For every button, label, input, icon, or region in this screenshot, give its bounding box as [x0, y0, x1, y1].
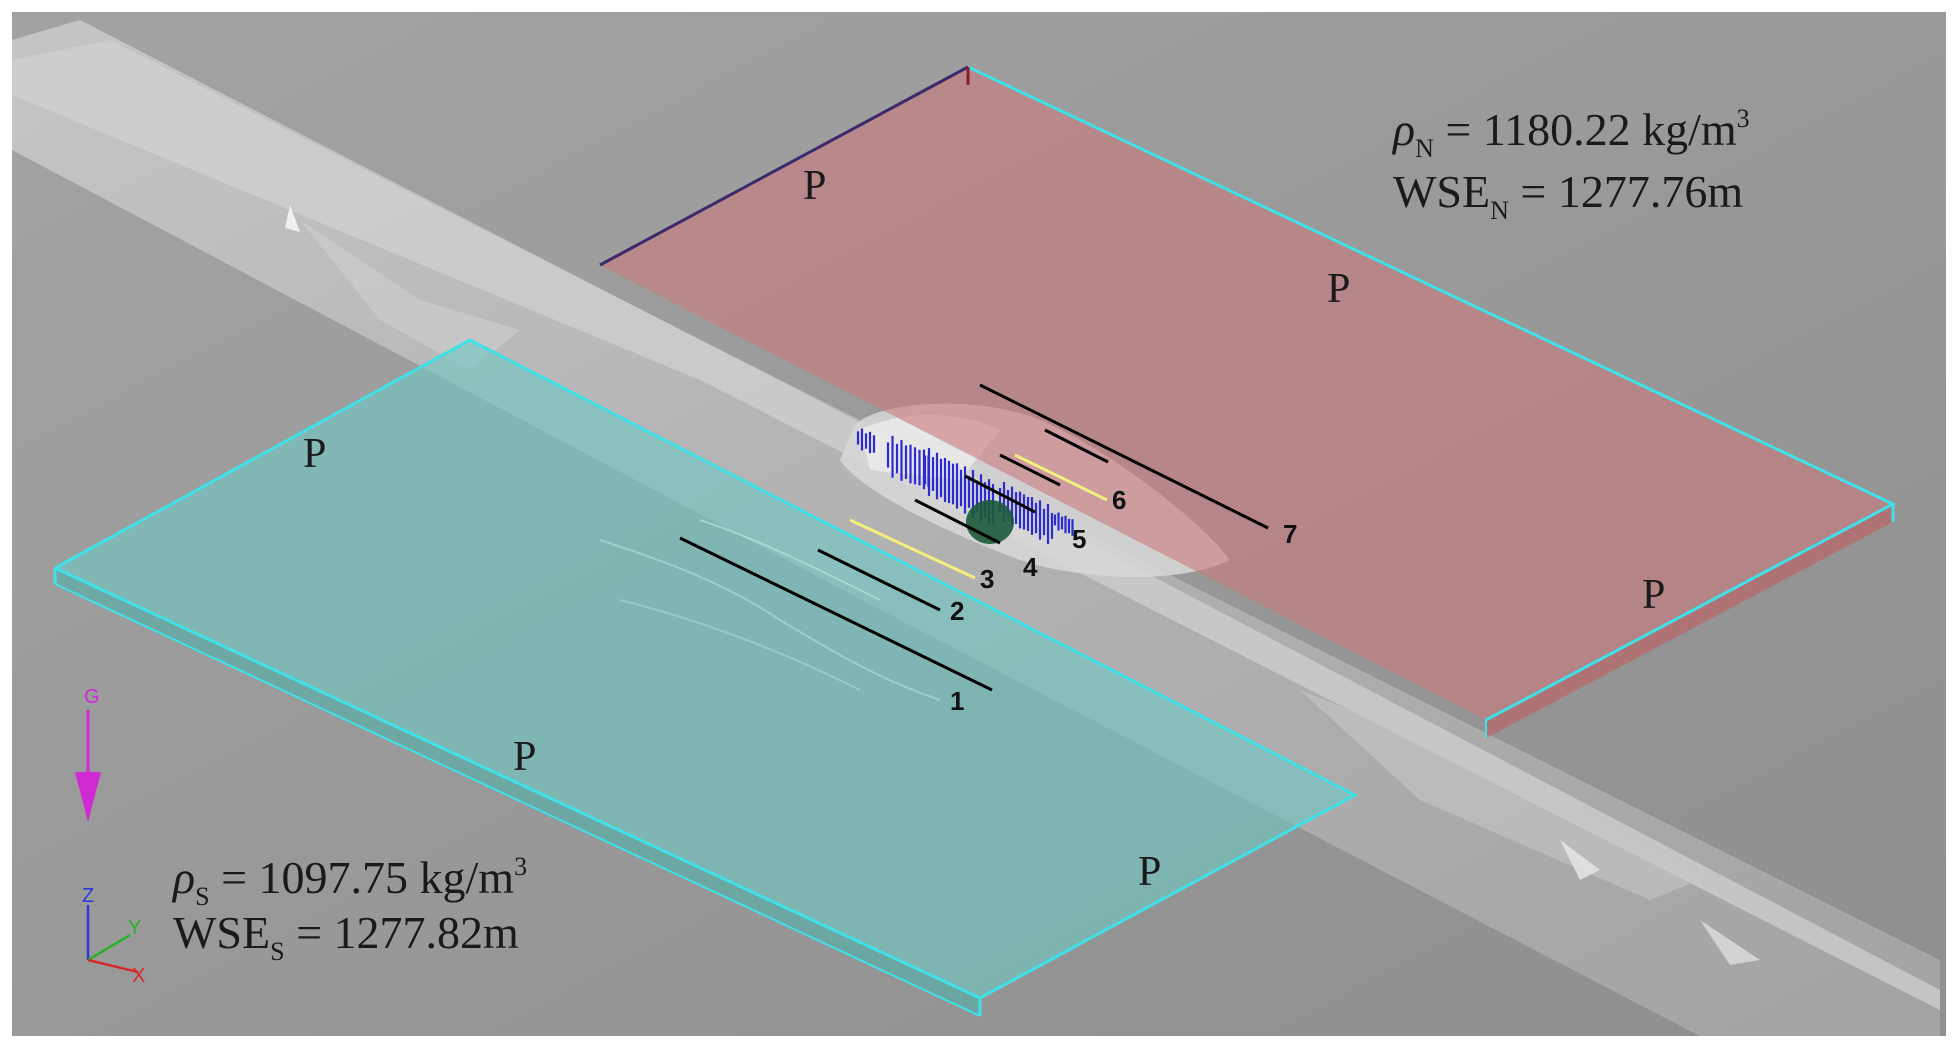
south-density-text: ρS = 1097.75 kg/m3 — [171, 852, 527, 911]
north-density-symbol: ρ — [1391, 104, 1415, 155]
cross-section-line — [979, 383, 1269, 530]
north-reservoir — [599, 65, 1897, 738]
cross-section-label: 6 — [1112, 485, 1126, 515]
tunnel-outline — [849, 453, 1108, 580]
cross-section-line — [817, 548, 941, 612]
north-reservoir-side — [1486, 504, 1893, 738]
south-density-value: = 1097.75 kg/m — [210, 852, 515, 903]
cross-section-line — [914, 498, 1001, 545]
cross-section-line — [999, 453, 1061, 487]
cross-section-label: 4 — [1023, 552, 1038, 582]
north-wse-value: = 1277.76m — [1509, 166, 1743, 217]
south-wse-label: WSE — [173, 907, 270, 958]
south-reservoir-top — [55, 340, 1355, 998]
south-wse-value: = 1277.82m — [285, 907, 519, 958]
gravity-label: G — [84, 686, 100, 708]
south-density-superscript: 3 — [514, 852, 527, 881]
north-density-superscript: 3 — [1737, 104, 1750, 133]
gravity-arrow-icon: G — [75, 686, 101, 822]
cross-section-label: 1 — [950, 686, 964, 716]
south-density-subscript: S — [195, 882, 209, 911]
axis-x-label: X — [132, 965, 145, 987]
north-reservoir-annotation: ρN = 1180.22 kg/m3 WSEN = 1277.76m — [1391, 104, 1750, 225]
cross-section-label: 7 — [1283, 519, 1297, 549]
south-reservoir-annotation: ρS = 1097.75 kg/m3 WSES = 1277.82m — [171, 852, 527, 966]
south-reservoir-side — [55, 568, 980, 1016]
north-density-subscript: N — [1415, 134, 1434, 163]
north-density-value: = 1180.22 kg/m — [1434, 104, 1737, 155]
south-boundary-label-bottom: P — [513, 734, 536, 780]
south-density-symbol: ρ — [171, 852, 195, 903]
south-reservoir-edge — [54, 338, 1359, 1000]
north-reservoir-edge-upstream — [599, 65, 969, 267]
north-density-text: ρN = 1180.22 kg/m3 — [1391, 104, 1750, 163]
axis-y-label: Y — [128, 917, 141, 939]
north-reservoir-top — [600, 67, 1893, 720]
north-boundary-label-right: P — [1642, 572, 1665, 618]
north-wse-subscript: N — [1490, 196, 1509, 225]
south-wse-subscript: S — [270, 937, 284, 966]
north-boundary-label-upstream: P — [803, 163, 826, 209]
cross-section-label: 2 — [950, 596, 964, 626]
cross-section-label: 5 — [1072, 524, 1086, 554]
north-boundary-labels: P P P — [803, 163, 1665, 618]
axis-triad-icon: Z Y X — [82, 885, 145, 987]
cross-section-label: 3 — [980, 564, 994, 594]
south-reservoir — [53, 338, 1359, 1017]
south-boundary-label-right: P — [1138, 849, 1161, 895]
cross-section-line — [1044, 428, 1109, 464]
north-boundary-label-top: P — [1327, 266, 1350, 312]
south-boundary-label-upstream: P — [303, 431, 326, 477]
cross-section-line — [964, 474, 1036, 514]
cross-section-line — [679, 536, 993, 692]
axis-z-label: Z — [82, 885, 94, 907]
south-boundary-labels: P P P — [303, 431, 1161, 895]
north-wse-label: WSE — [1393, 166, 1490, 217]
south-wse-text: WSES = 1277.82m — [173, 907, 519, 966]
north-wse-text: WSEN = 1277.76m — [1393, 166, 1743, 225]
